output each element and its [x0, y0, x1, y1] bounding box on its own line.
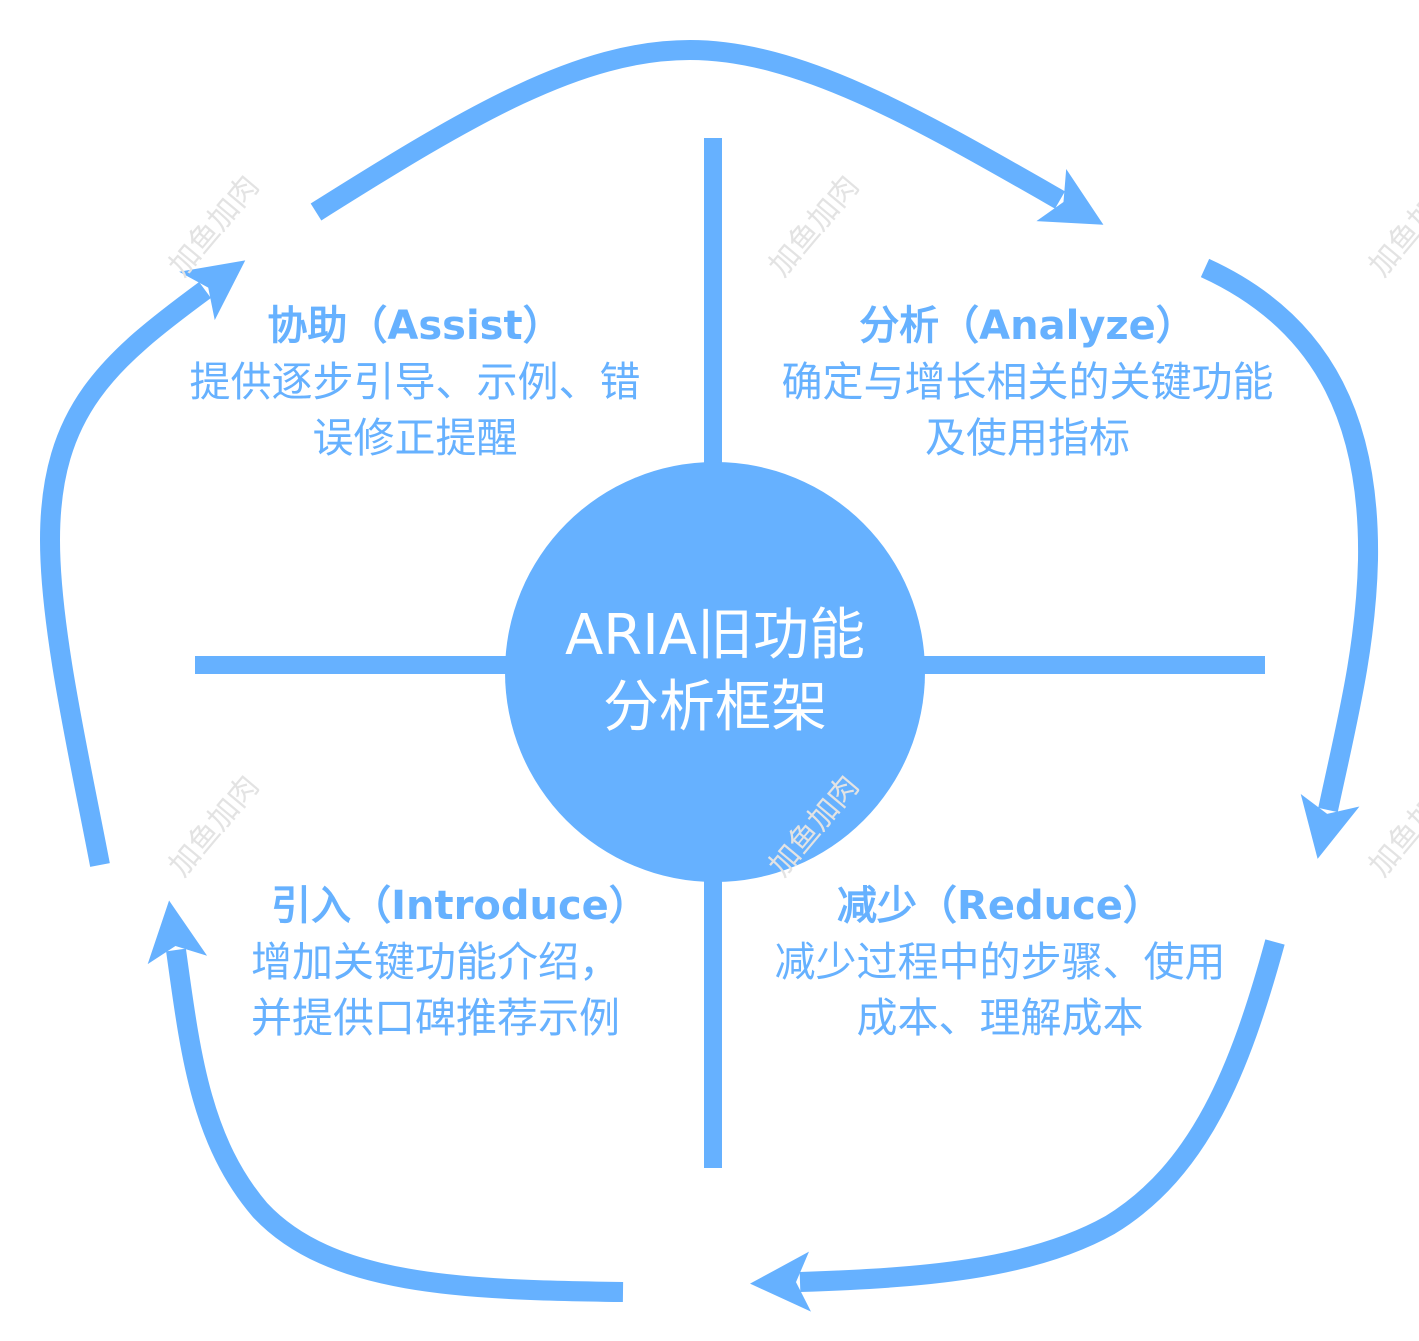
quadrant-title: 引入（Introduce） — [271, 883, 649, 929]
center-title-line2: 分析框架 — [603, 675, 827, 740]
center-circle — [505, 462, 925, 882]
quadrant-text: 及使用指标 — [925, 414, 1130, 462]
quadrant-text: 提供逐步引导、示例、错 — [189, 358, 641, 406]
center-label: ARIA旧功能 分析框架 — [505, 462, 925, 882]
arrow-left-to-assist — [39, 260, 246, 867]
arrow-assist-to-analyze — [310, 39, 1104, 225]
arrow-reduce-to-introduce — [750, 939, 1285, 1312]
quadrant-title: 减少（Reduce） — [837, 883, 1163, 929]
center-title-line1: ARIA旧功能 — [564, 603, 866, 668]
quadrant-text: 减少过程中的步骤、使用 — [774, 938, 1226, 986]
quadrant-title: 分析（Analyze） — [859, 303, 1196, 349]
quadrant-introduce: 引入（Introduce） 增加关键功能介绍， 并提供口碑推荐示例 — [225, 878, 695, 1046]
arrow-analyze-to-reduce — [1200, 258, 1379, 859]
quadrant-text: 增加关键功能介绍， — [251, 938, 620, 986]
quadrant-analyze: 分析（Analyze） 确定与增长相关的关键功能 及使用指标 — [740, 298, 1315, 466]
arrow-introduce-to-assist — [147, 900, 624, 1302]
quadrant-title: 协助（Assist） — [267, 303, 563, 349]
quadrant-text: 成本、理解成本 — [856, 994, 1144, 1042]
quadrant-text: 确定与增长相关的关键功能 — [781, 358, 1274, 406]
quadrant-text: 误修正提醒 — [312, 414, 518, 462]
quadrant-reduce: 减少（Reduce） 减少过程中的步骤、使用 成本、理解成本 — [735, 878, 1265, 1046]
quadrant-text: 并提供口碑推荐示例 — [251, 994, 620, 1042]
quadrant-assist: 协助（Assist） 提供逐步引导、示例、错 误修正提醒 — [140, 298, 690, 466]
